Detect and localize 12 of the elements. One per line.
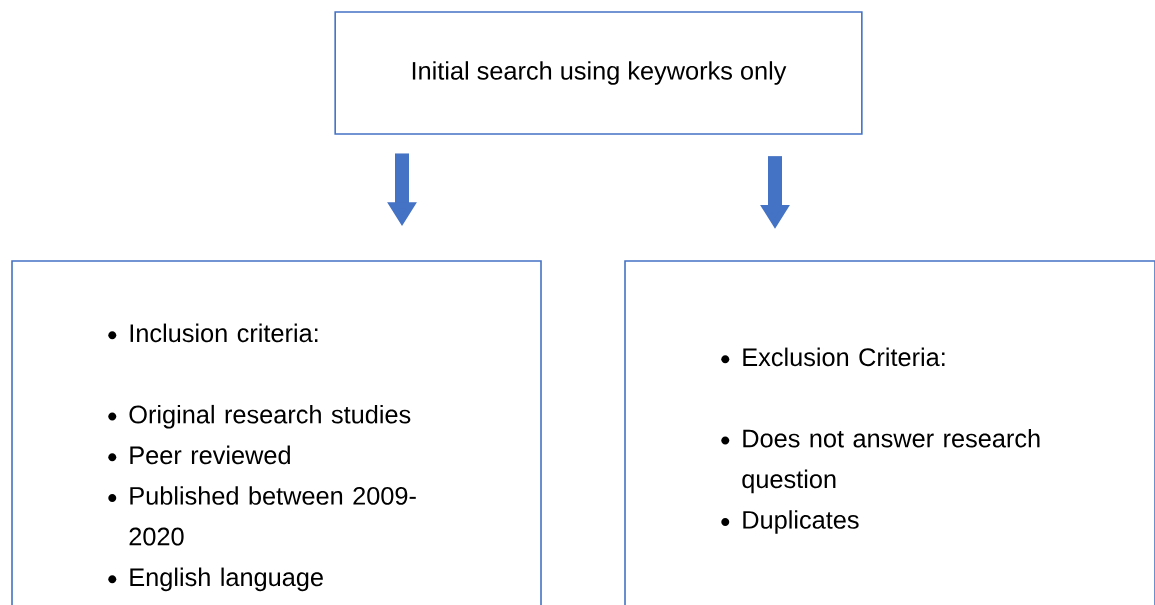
bullet-item: Inclusion criteria: [130,323,318,343]
bullet-item: Exclusion Criteria: [743,347,945,367]
bullet-item: Does not answer research question [742,428,1040,494]
box-text: Initial search using keyworks only [412,61,787,85]
search-box [334,11,863,135]
criteria-box [11,260,542,605]
bullet-item: English language [130,567,323,592]
criteria-box [624,260,1155,605]
bullet-item: Duplicates [743,510,859,534]
bullet-item: Original research studies [129,404,411,429]
bullet-item: Peer reviewed [130,445,290,465]
bullet-item: Published between 2009-2020 [129,486,416,546]
